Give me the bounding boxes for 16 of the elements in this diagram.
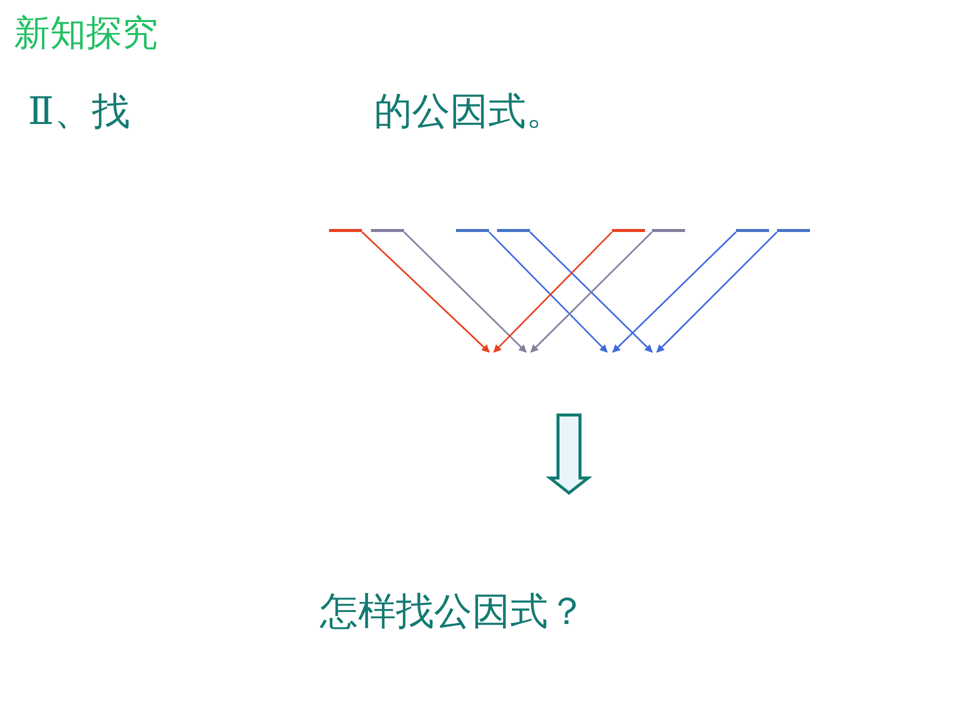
blank-line — [371, 229, 404, 232]
blank-line — [736, 229, 769, 232]
arrow — [612, 231, 737, 353]
blank-line — [777, 229, 810, 232]
question-text: 怎样找公因式？ — [320, 592, 586, 634]
heading-text: 的公因式。 — [374, 92, 564, 134]
blank-line — [456, 229, 489, 232]
slide-title: 新知探究 — [14, 14, 158, 54]
blank-line — [612, 229, 645, 232]
blank-line — [652, 229, 685, 232]
blank-line — [497, 229, 530, 232]
arrow — [403, 231, 527, 353]
heading-text: Ⅱ、找 — [28, 92, 130, 134]
arrow — [656, 231, 778, 353]
blank-line — [329, 229, 362, 232]
arrow — [361, 231, 490, 353]
